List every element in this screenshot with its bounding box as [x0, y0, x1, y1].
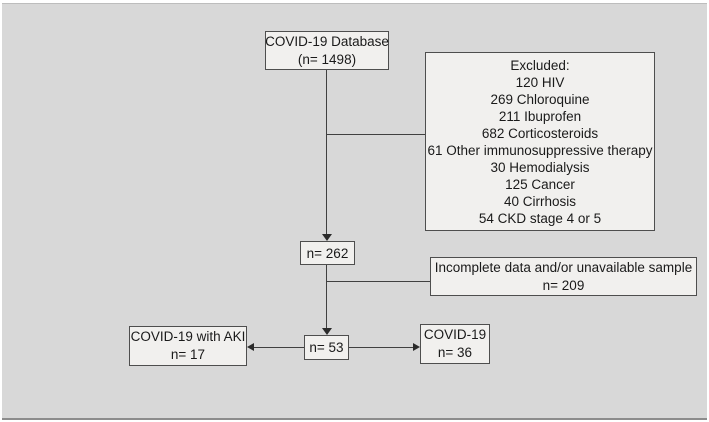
- box-n53-label: n= 53: [309, 340, 344, 355]
- box-covid-database-title: COVID-19 Database: [265, 33, 389, 49]
- excluded-item-hemodialysis: 30 Hemodialysis: [490, 160, 590, 175]
- box-n53: n= 53: [304, 335, 349, 360]
- box-covid-database: COVID-19 Database (n= 1498): [265, 31, 389, 70]
- box-covid-without-aki-title: COVID-19: [423, 327, 487, 342]
- box-covid-with-aki-count: n= 17: [170, 347, 206, 362]
- excluded-item-immunosuppressive: 61 Other immunosuppressive therapy: [427, 143, 653, 158]
- box-n262: n= 262: [300, 241, 355, 265]
- diagram-canvas: COVID-19 Database (n= 1498) Excluded: 12…: [2, 3, 707, 420]
- arrowhead-down-into-n262: [322, 234, 332, 241]
- connector-n53-to-aki: [254, 347, 304, 348]
- box-n262-label: n= 262: [306, 245, 349, 261]
- connector-branch-to-incomplete: [327, 281, 430, 282]
- excluded-item-ibuprofen: 211 Ibuprofen: [498, 109, 582, 124]
- excluded-item-hiv: 120 HIV: [515, 75, 565, 90]
- box-excluded: Excluded: 120 HIV 269 Chloroquine 211 Ib…: [425, 52, 655, 231]
- box-incomplete-data-count: n= 209: [542, 277, 585, 293]
- excluded-item-cirrhosis: 40 Cirrhosis: [503, 194, 577, 209]
- box-incomplete-data-title: Incomplete data and/or unavailable sampl…: [434, 259, 693, 275]
- excluded-item-corticosteroids: 682 Corticosteroids: [481, 126, 599, 141]
- connector-branch-to-excluded: [327, 134, 425, 135]
- arrowhead-left-into-aki: [247, 343, 254, 351]
- box-covid-database-count: (n= 1498): [297, 51, 357, 67]
- connector-database-to-n262: [326, 70, 327, 234]
- box-incomplete-data: Incomplete data and/or unavailable sampl…: [430, 257, 697, 296]
- excluded-item-chloroquine: 269 Chloroquine: [490, 92, 590, 107]
- box-excluded-title: Excluded:: [510, 58, 570, 73]
- connector-n262-to-n53: [326, 265, 327, 328]
- box-covid-without-aki: COVID-19 n= 36: [420, 324, 490, 364]
- box-covid-with-aki-title: COVID-19 with AKI: [130, 329, 246, 344]
- box-covid-without-aki-count: n= 36: [437, 345, 473, 360]
- excluded-item-cancer: 125 Cancer: [505, 177, 575, 192]
- connector-n53-to-covid: [349, 347, 413, 348]
- arrowhead-down-into-n53: [322, 328, 332, 335]
- arrowhead-right-into-covid: [413, 343, 420, 351]
- excluded-item-ckd: 54 CKD stage 4 or 5: [478, 211, 602, 226]
- box-covid-with-aki: COVID-19 with AKI n= 17: [129, 326, 247, 366]
